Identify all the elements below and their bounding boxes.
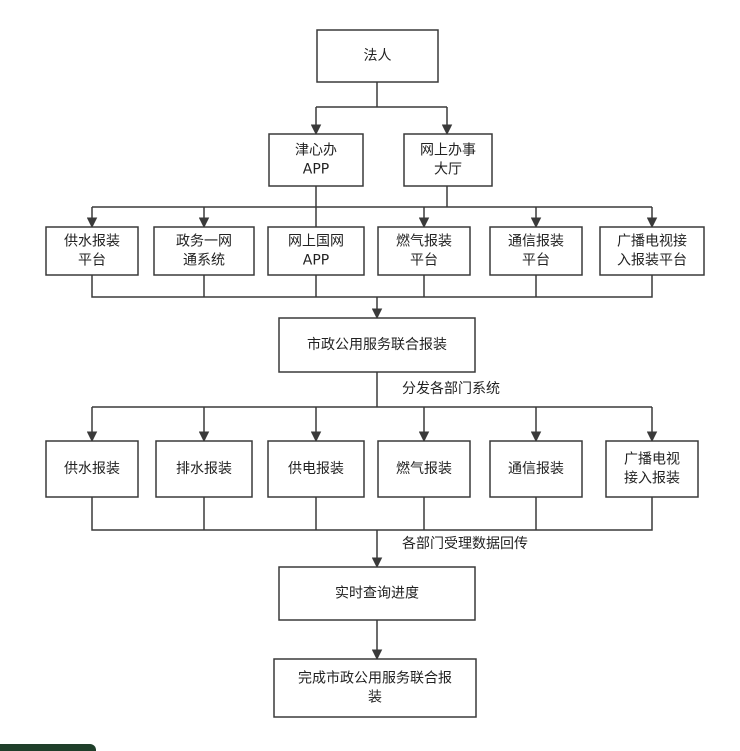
- node-label-line: 排水报装: [176, 461, 232, 477]
- node-label-line: 入报装平台: [617, 253, 687, 269]
- corner-tab: [0, 744, 96, 751]
- node-label-line: 平台: [522, 253, 550, 269]
- node-label-line: 广播电视: [624, 452, 680, 468]
- node-dept-gas: 燃气报装: [377, 440, 471, 498]
- node-label-line: 接入报装: [624, 470, 680, 487]
- node-label-line: 完成市政公用服务联合报: [298, 670, 452, 687]
- node-label-line: 网上国网: [288, 234, 344, 250]
- node-dept-power: 供电报装: [267, 440, 365, 498]
- node-label-line: 装: [368, 690, 382, 706]
- node-label-line: 政务一网: [176, 234, 232, 250]
- node-platform-gov: 政务一网通系统: [153, 226, 255, 276]
- node-platform-gov-text: 政务一网通系统: [176, 234, 232, 269]
- node-dept-tv-text: 广播电视接入报装: [624, 452, 680, 487]
- node-jinxinban: 津心办 APP: [268, 133, 364, 187]
- node-label-line: 燃气报装: [396, 460, 452, 477]
- node-joint-application: 市政公用服务联合报装: [278, 317, 476, 373]
- node-jinxinban-text: 津心办 APP: [295, 143, 337, 178]
- node-label-line: 市政公用服务联合报装: [307, 336, 447, 353]
- node-dept-water: 供水报装: [45, 440, 139, 498]
- node-label-line: 广播电视接: [617, 233, 687, 250]
- node-dept-gas-text: 燃气报装: [396, 460, 452, 477]
- node-label-line: APP: [303, 162, 329, 178]
- node-label-line: 通信报装: [508, 234, 564, 250]
- node-label-line: 津心办: [295, 143, 337, 159]
- node-platform-gas-text: 燃气报装平台: [396, 233, 452, 269]
- node-progress-text: 实时查询进度: [335, 586, 419, 602]
- node-label-line: 大厅: [434, 162, 462, 178]
- node-platform-grid: 网上国网 APP: [267, 226, 365, 276]
- node-label-line: 平台: [78, 253, 106, 269]
- node-platform-water-text: 供水报装平台: [64, 234, 120, 269]
- edge-dept-merge: [91, 497, 653, 531]
- node-platform-water: 供水报装平台: [45, 226, 139, 276]
- node-label-line: 燃气报装: [396, 233, 452, 250]
- node-platform-grid-text: 网上国网 APP: [288, 234, 344, 269]
- node-label-line: APP: [303, 253, 329, 269]
- node-legal-person: 法人: [316, 29, 439, 83]
- node-label-line: 通系统: [183, 253, 225, 269]
- feedback-label: 各部门受理数据回传: [402, 536, 528, 552]
- node-dept-water-text: 供水报装: [64, 461, 120, 477]
- node-label-line: 平台: [410, 253, 438, 269]
- node-complete: 完成市政公用服务联合报装: [273, 658, 477, 718]
- node-platform-tv-text: 广播电视接入报装平台: [617, 233, 687, 269]
- node-online-hall-text: 网上办事大厅: [420, 143, 476, 178]
- node-platform-telecom: 通信报装平台: [489, 226, 583, 276]
- node-label-line: 供电报装: [288, 461, 344, 477]
- node-label-line: 网上办事: [420, 143, 476, 159]
- edges: [86, 82, 658, 661]
- node-online-hall: 网上办事大厅: [403, 133, 493, 187]
- node-dept-telecom-text: 通信报装: [508, 461, 564, 477]
- node-dept-power-text: 供电报装: [288, 461, 344, 477]
- node-dept-drain: 排水报装: [155, 440, 253, 498]
- node-dept-tv: 广播电视接入报装: [605, 440, 699, 498]
- node-platform-telecom-text: 通信报装平台: [508, 234, 564, 269]
- dispatch-label: 分发各部门系统: [402, 381, 500, 397]
- node-dept-drain-text: 排水报装: [176, 461, 232, 477]
- node-label-line: 供水报装: [64, 234, 120, 250]
- node-platform-tv: 广播电视接入报装平台: [599, 226, 705, 276]
- node-progress: 实时查询进度: [278, 566, 476, 621]
- node-label-line: 供水报装: [64, 461, 120, 477]
- node-label-line: 通信报装: [508, 461, 564, 477]
- node-label-line: 法人: [364, 48, 392, 64]
- node-label-line: 实时查询进度: [335, 586, 419, 602]
- node-complete-text: 完成市政公用服务联合报装: [298, 670, 452, 706]
- edge-platform-merge: [91, 275, 653, 298]
- node-platform-gas: 燃气报装平台: [377, 226, 471, 276]
- node-dept-telecom: 通信报装: [489, 440, 583, 498]
- node-joint-application-text: 市政公用服务联合报装: [307, 336, 447, 353]
- node-legal-person-text: 法人: [364, 48, 392, 64]
